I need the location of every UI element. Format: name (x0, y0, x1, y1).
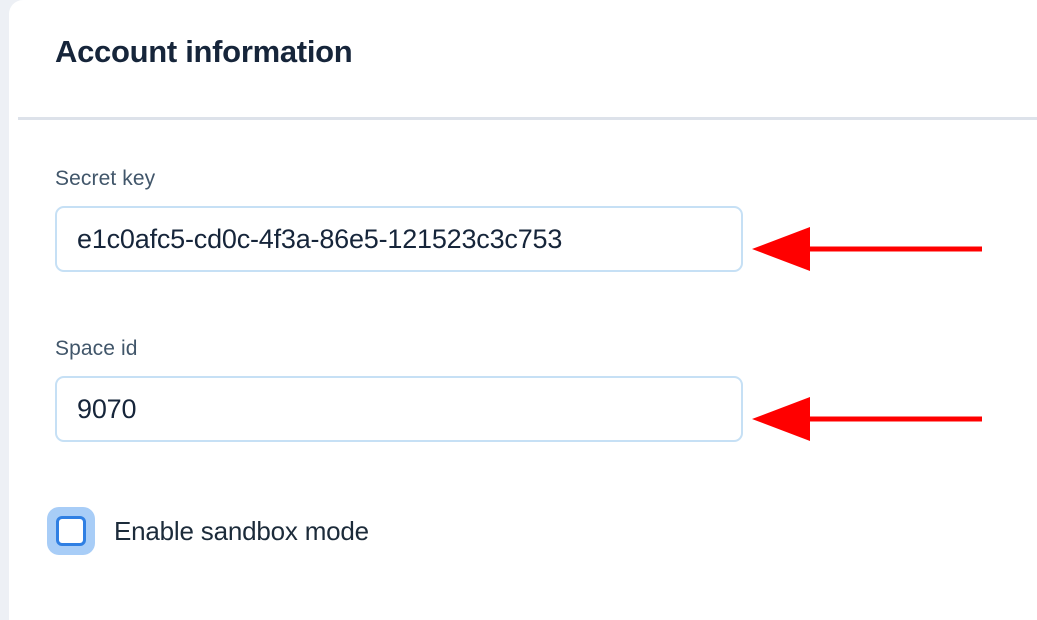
enable-sandbox-mode-label: Enable sandbox mode (114, 515, 369, 546)
card-body: Secret key Space id Enable sandbox mode (9, 117, 1037, 620)
header-divider (18, 117, 1037, 120)
field-space-id: Space id (55, 337, 743, 442)
enable-sandbox-mode-row[interactable]: Enable sandbox mode (47, 507, 369, 555)
secret-key-label: Secret key (55, 167, 156, 190)
field-secret-key: Secret key (55, 167, 743, 272)
card-header: Account information (9, 0, 1037, 117)
secret-key-input[interactable] (55, 206, 743, 272)
arrow-pointing-to-secret-key-icon (752, 227, 982, 271)
enable-sandbox-mode-checkbox[interactable] (56, 516, 86, 546)
arrow-pointing-to-space-id-icon (752, 397, 982, 441)
account-information-card: Account information Secret key Space id … (9, 0, 1037, 620)
space-id-input[interactable] (55, 376, 743, 442)
checkbox-focus-ring (47, 507, 95, 555)
space-id-label: Space id (55, 337, 138, 360)
page-title: Account information (55, 34, 353, 69)
